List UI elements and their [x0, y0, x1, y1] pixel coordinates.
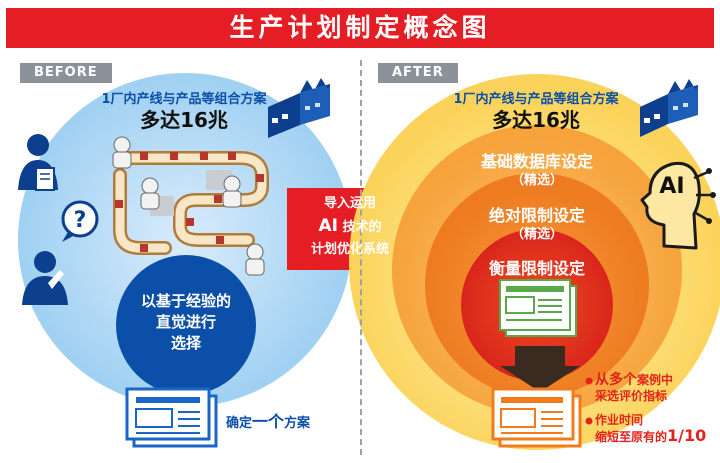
ai-label: AI [659, 174, 685, 199]
document-icon [125, 387, 218, 448]
worker-icon [112, 136, 265, 276]
after-headline-1: 1厂内产线与产品等组合方案 [453, 92, 619, 107]
before-headline-2: 多达16兆 [140, 108, 228, 132]
arrow-line-2-rest: 技术的 [342, 220, 382, 235]
decision-line-3: 选择 [170, 334, 201, 352]
arrow-line-2: AI 技术的 [287, 215, 413, 239]
bullet-1-line-2: 采选评价指标 [595, 389, 668, 403]
bullet-dot [585, 417, 593, 425]
bullet-2-line-1: 作业时间 [595, 413, 644, 427]
question-icon: ? [61, 200, 99, 242]
bullet-1: 从多个案例中 采选评价指标 [595, 372, 673, 404]
before-result-suffix: 方案 [284, 416, 311, 431]
before-result-emph: 一个 [252, 412, 285, 431]
bullet-1-emph: 从多个 [595, 372, 637, 388]
before-result-prefix: 确定 [226, 416, 253, 431]
thinking-person-icon [18, 134, 58, 191]
bullet-dot [585, 377, 593, 385]
decision-line-2: 直觉进行 [155, 313, 216, 331]
decision-circle [116, 255, 256, 395]
layer-3-label: 衡量限制设定 [488, 259, 585, 278]
bullet-2: 作业时间 缩短至原有的1/10 [595, 412, 706, 445]
document-icon [491, 387, 582, 448]
down-arrow-icon [500, 346, 580, 392]
bullet-1-line-1: 从多个案例中 [595, 372, 673, 388]
before-result: 确定一个方案 [226, 408, 310, 432]
layer-1-sub: （精选） [510, 173, 563, 188]
svg-text:?: ? [74, 208, 87, 233]
bullet-2-line-2: 缩短至原有的1/10 [595, 428, 706, 445]
decision-text: 以基于经验的 直觉进行 选择 [126, 291, 246, 354]
arrow-line-1: 导入运用 [323, 196, 376, 211]
arrow-ai: AI [318, 216, 338, 236]
factory-icon [640, 79, 698, 137]
section-divider [360, 60, 362, 455]
layer-1-label: 基础数据库设定 [480, 152, 593, 171]
bullet-2-pre: 缩短至原有的 [595, 430, 668, 444]
layer-2-sub: （精选） [510, 227, 563, 242]
decision-line-1: 以基于经验的 [140, 292, 231, 310]
after-tag: AFTER [378, 63, 458, 83]
down-arrow-icon [145, 344, 227, 398]
bullet-1-rest: 案例中 [637, 373, 674, 387]
factory-icon [268, 78, 330, 138]
person-thinking-icon [22, 251, 68, 305]
after-headline-2: 多达16兆 [492, 108, 580, 132]
bullet-2-emph: 1/10 [667, 426, 707, 445]
document-icon [499, 279, 577, 337]
ai-head-icon [640, 161, 716, 250]
conveyor-illustration [113, 151, 269, 255]
before-headline-1: 1厂内产线与产品等组合方案 [101, 92, 267, 107]
arrow-line-3: 计划优化系统 [310, 242, 389, 257]
arrow-text: 导入运用 AI 技术的 计划优化系统 [287, 193, 413, 261]
page-title: 生产计划制定概念图 [6, 8, 714, 48]
before-tag: BEFORE [20, 63, 112, 83]
layer-2-label: 绝对限制设定 [488, 206, 585, 225]
